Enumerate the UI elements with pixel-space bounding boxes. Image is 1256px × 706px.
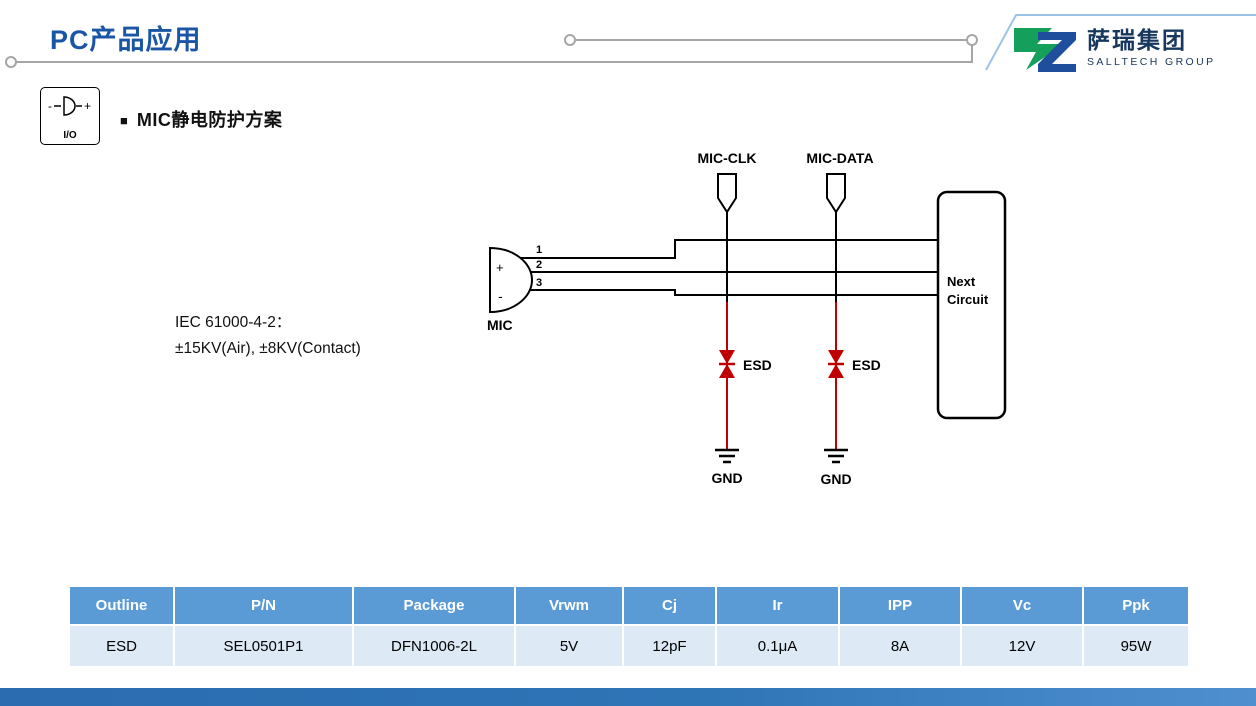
io-badge-label: I/O	[63, 130, 77, 141]
circuit-diagram: MIC-CLK MIC-DATA + - MIC 1 2 3 ESD	[487, 150, 1007, 487]
esd-diode-icon-2	[828, 350, 844, 378]
footer-bar	[0, 688, 1256, 706]
io-badge: - + I/O	[40, 87, 100, 145]
table-header-cell: Vc	[960, 585, 1084, 626]
table-cell: ESD	[68, 624, 175, 668]
bullet-icon: ■	[120, 112, 128, 128]
svg-text:+: +	[84, 99, 91, 113]
iec-line1: IEC 61000-4-2：	[175, 314, 292, 331]
io-connector-icon: - +	[48, 96, 91, 116]
table-header-cell: P/N	[173, 585, 354, 626]
logo: 萨瑞集团 SALLTECH GROUP	[1014, 22, 1216, 74]
svg-text:-: -	[48, 99, 52, 113]
table-header-cell: IPP	[838, 585, 962, 626]
esd-label-1: ESD	[743, 357, 772, 373]
pin3-label: 3	[536, 277, 542, 289]
next-circuit-line1: Next	[947, 274, 976, 289]
data-connector-icon	[826, 173, 846, 214]
logo-name-cn: 萨瑞集团	[1087, 26, 1187, 53]
gnd-label-1: GND	[711, 470, 742, 486]
table-cell: 8A	[838, 624, 962, 668]
table-cell: 95W	[1082, 624, 1190, 668]
esd-label-2: ESD	[852, 357, 881, 373]
table-cell: 12V	[960, 624, 1084, 668]
mic-clk-label: MIC-CLK	[697, 150, 756, 166]
mic-label: MIC	[487, 317, 513, 333]
mic-data-label: MIC-DATA	[806, 150, 873, 166]
table-header-cell: Ppk	[1082, 585, 1190, 626]
deco-circle-left	[5, 56, 17, 68]
ground-icon-1	[715, 448, 739, 464]
next-circuit-box	[936, 190, 1007, 420]
mic-minus-label: -	[498, 288, 503, 304]
pin3-wire	[530, 289, 938, 296]
table-cell: 5V	[514, 624, 624, 668]
table-header-cell: Package	[352, 585, 516, 626]
ground-icon-2	[824, 448, 848, 464]
esd-diode-icon-1	[719, 350, 735, 378]
next-circuit-line2: Circuit	[947, 292, 989, 307]
pin1-label: 1	[536, 244, 542, 256]
deco-circle-mid	[564, 34, 576, 46]
pin2-label: 2	[536, 259, 542, 271]
page-title: PC产品应用	[50, 25, 202, 55]
mic-symbol	[489, 246, 533, 314]
table-header-cell: Outline	[68, 585, 175, 626]
gnd-label-2: GND	[820, 471, 851, 487]
logo-text: 萨瑞集团 SALLTECH GROUP	[1087, 26, 1216, 69]
clk-connector-icon	[717, 173, 737, 214]
table-header-cell: Vrwm	[514, 585, 624, 626]
mic-plus-label: +	[496, 260, 504, 275]
table-header-cell: Ir	[715, 585, 840, 626]
iec-note: IEC 61000-4-2： ±15KV(Air), ±8KV(Contact)	[175, 310, 361, 362]
table-cell: DFN1006-2L	[352, 624, 516, 668]
table-cell: 12pF	[622, 624, 717, 668]
logo-name-en: SALLTECH GROUP	[1087, 56, 1216, 69]
section-title-text: MIC静电防护方案	[136, 110, 283, 130]
section-title: ■ MIC静电防护方案	[120, 106, 282, 132]
table-header-cell: Cj	[622, 585, 717, 626]
table-cell: SEL0501P1	[173, 624, 354, 668]
deco-circle-right	[966, 34, 978, 46]
pin1-wire	[521, 239, 938, 259]
table-cell: 0.1μA	[715, 624, 840, 668]
iec-line2: ±15KV(Air), ±8KV(Contact)	[175, 340, 361, 357]
logo-mark-icon	[1014, 28, 1076, 72]
